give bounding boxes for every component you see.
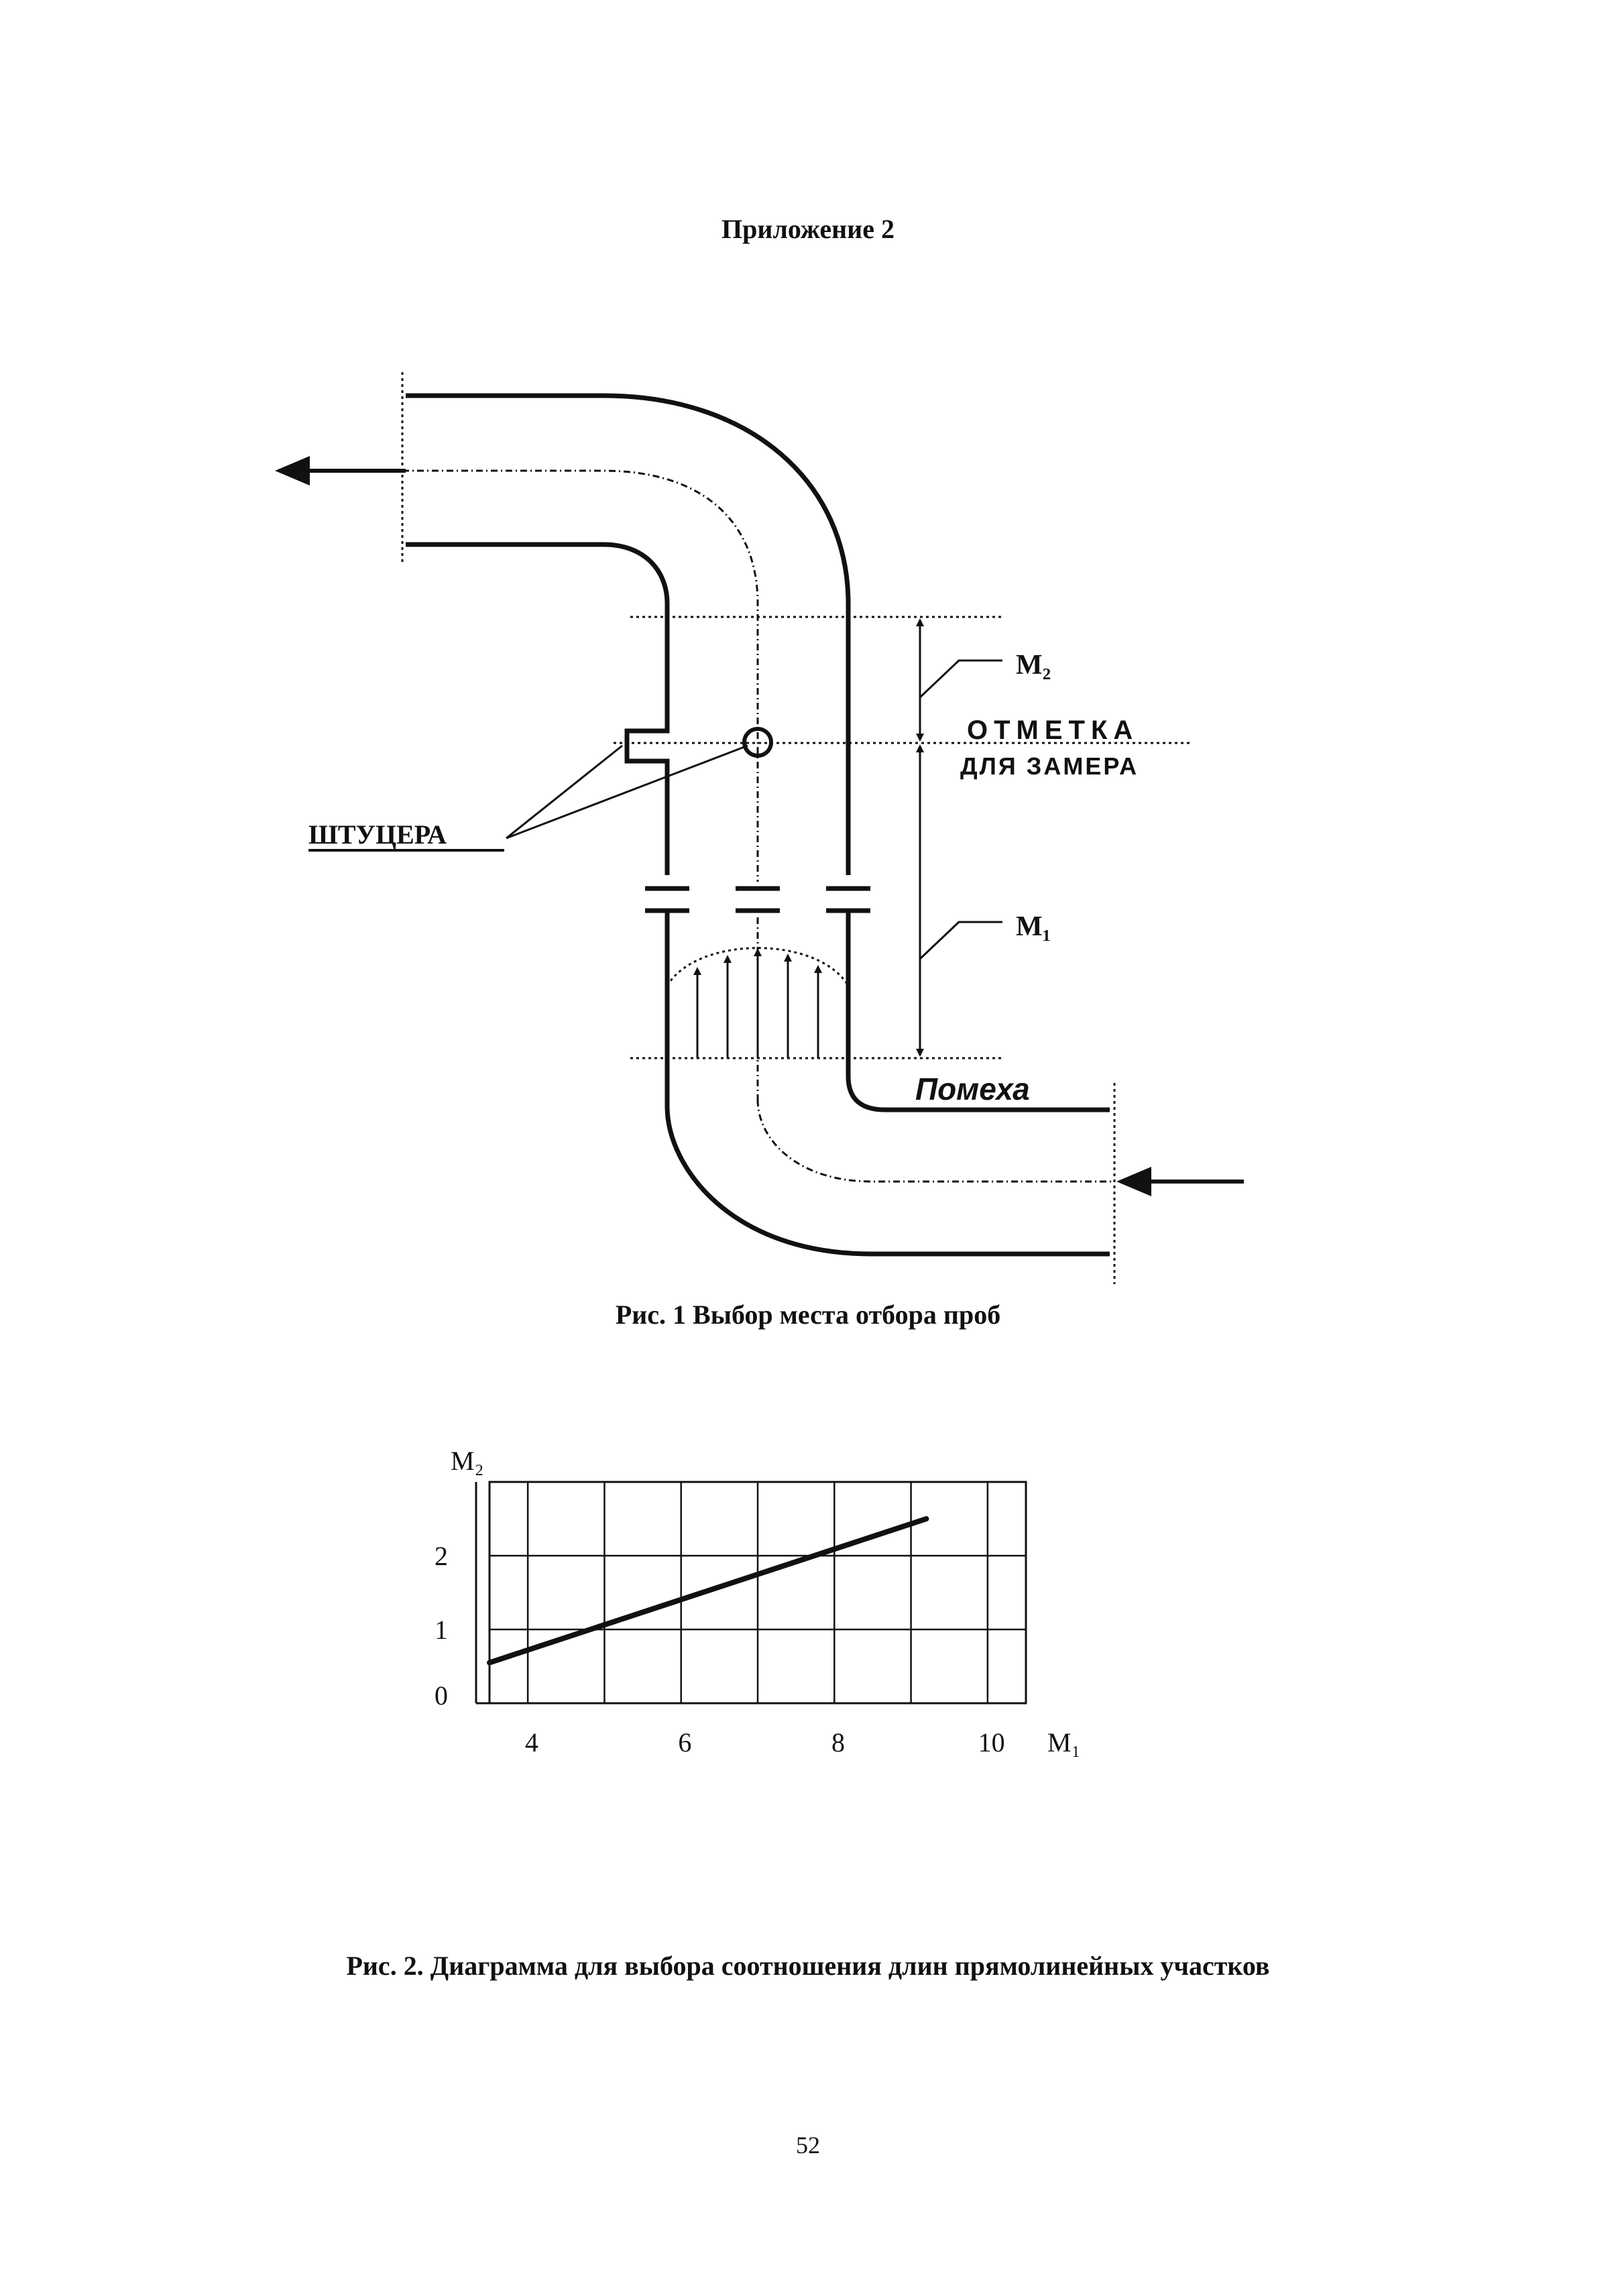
y-tick-label: 0 xyxy=(435,1680,448,1711)
x-tick-label: 4 xyxy=(525,1727,538,1758)
upper-inner-wall xyxy=(406,542,670,875)
fitting-leader-2 xyxy=(506,744,748,840)
x-tick-label: 8 xyxy=(831,1727,845,1758)
y-tick-label: 2 xyxy=(435,1541,448,1571)
outlet-arrowhead xyxy=(275,456,310,485)
lower-elbow-centerline xyxy=(756,1099,1114,1183)
m1-leader xyxy=(919,921,1002,960)
page-number: 52 xyxy=(796,2132,820,2159)
x-tick-label: 10 xyxy=(978,1727,1005,1758)
y-axis-label: M₂ xyxy=(451,1446,484,1476)
measurement-mark-label-line2: ДЛЯ ЗАМЕРА xyxy=(960,752,1139,780)
measurement-mark-label-line1: ОТМЕТКА xyxy=(967,715,1139,745)
chart-grid xyxy=(475,1481,1027,1705)
disturbance-label: Помеха xyxy=(915,1072,1030,1106)
upper-centerline xyxy=(402,469,759,882)
fitting-leader-1 xyxy=(506,744,623,840)
fittings-label: ШТУЦЕРА xyxy=(308,819,447,850)
chart-series xyxy=(487,1516,929,1666)
m2-label: M₂ xyxy=(1016,650,1051,681)
y-tick-label: 1 xyxy=(435,1615,448,1645)
m1-label: M₁ xyxy=(1016,911,1051,942)
x-axis-label: M₁ xyxy=(1047,1727,1081,1758)
inlet-arrowhead xyxy=(1116,1167,1151,1196)
appendix-title: Приложение 2 xyxy=(722,214,894,244)
series-line xyxy=(487,1516,929,1666)
chart-ticks: 4 6 8 10 0 1 2 xyxy=(435,1541,1005,1758)
m2-leader xyxy=(919,659,1002,699)
lower-elbow-inner xyxy=(846,1070,1110,1112)
x-tick-label: 6 xyxy=(678,1727,691,1758)
velocity-arrows xyxy=(693,948,822,1058)
lower-elbow-outer xyxy=(665,1086,1110,1257)
upper-outer-wall xyxy=(406,393,851,875)
figure1-caption: Рис. 1 Выбор места отбора проб xyxy=(615,1300,1001,1330)
measurement-port-circle xyxy=(742,727,773,758)
figure2-caption: Рис. 2. Диаграмма для выбора соотношения… xyxy=(346,1951,1270,1981)
